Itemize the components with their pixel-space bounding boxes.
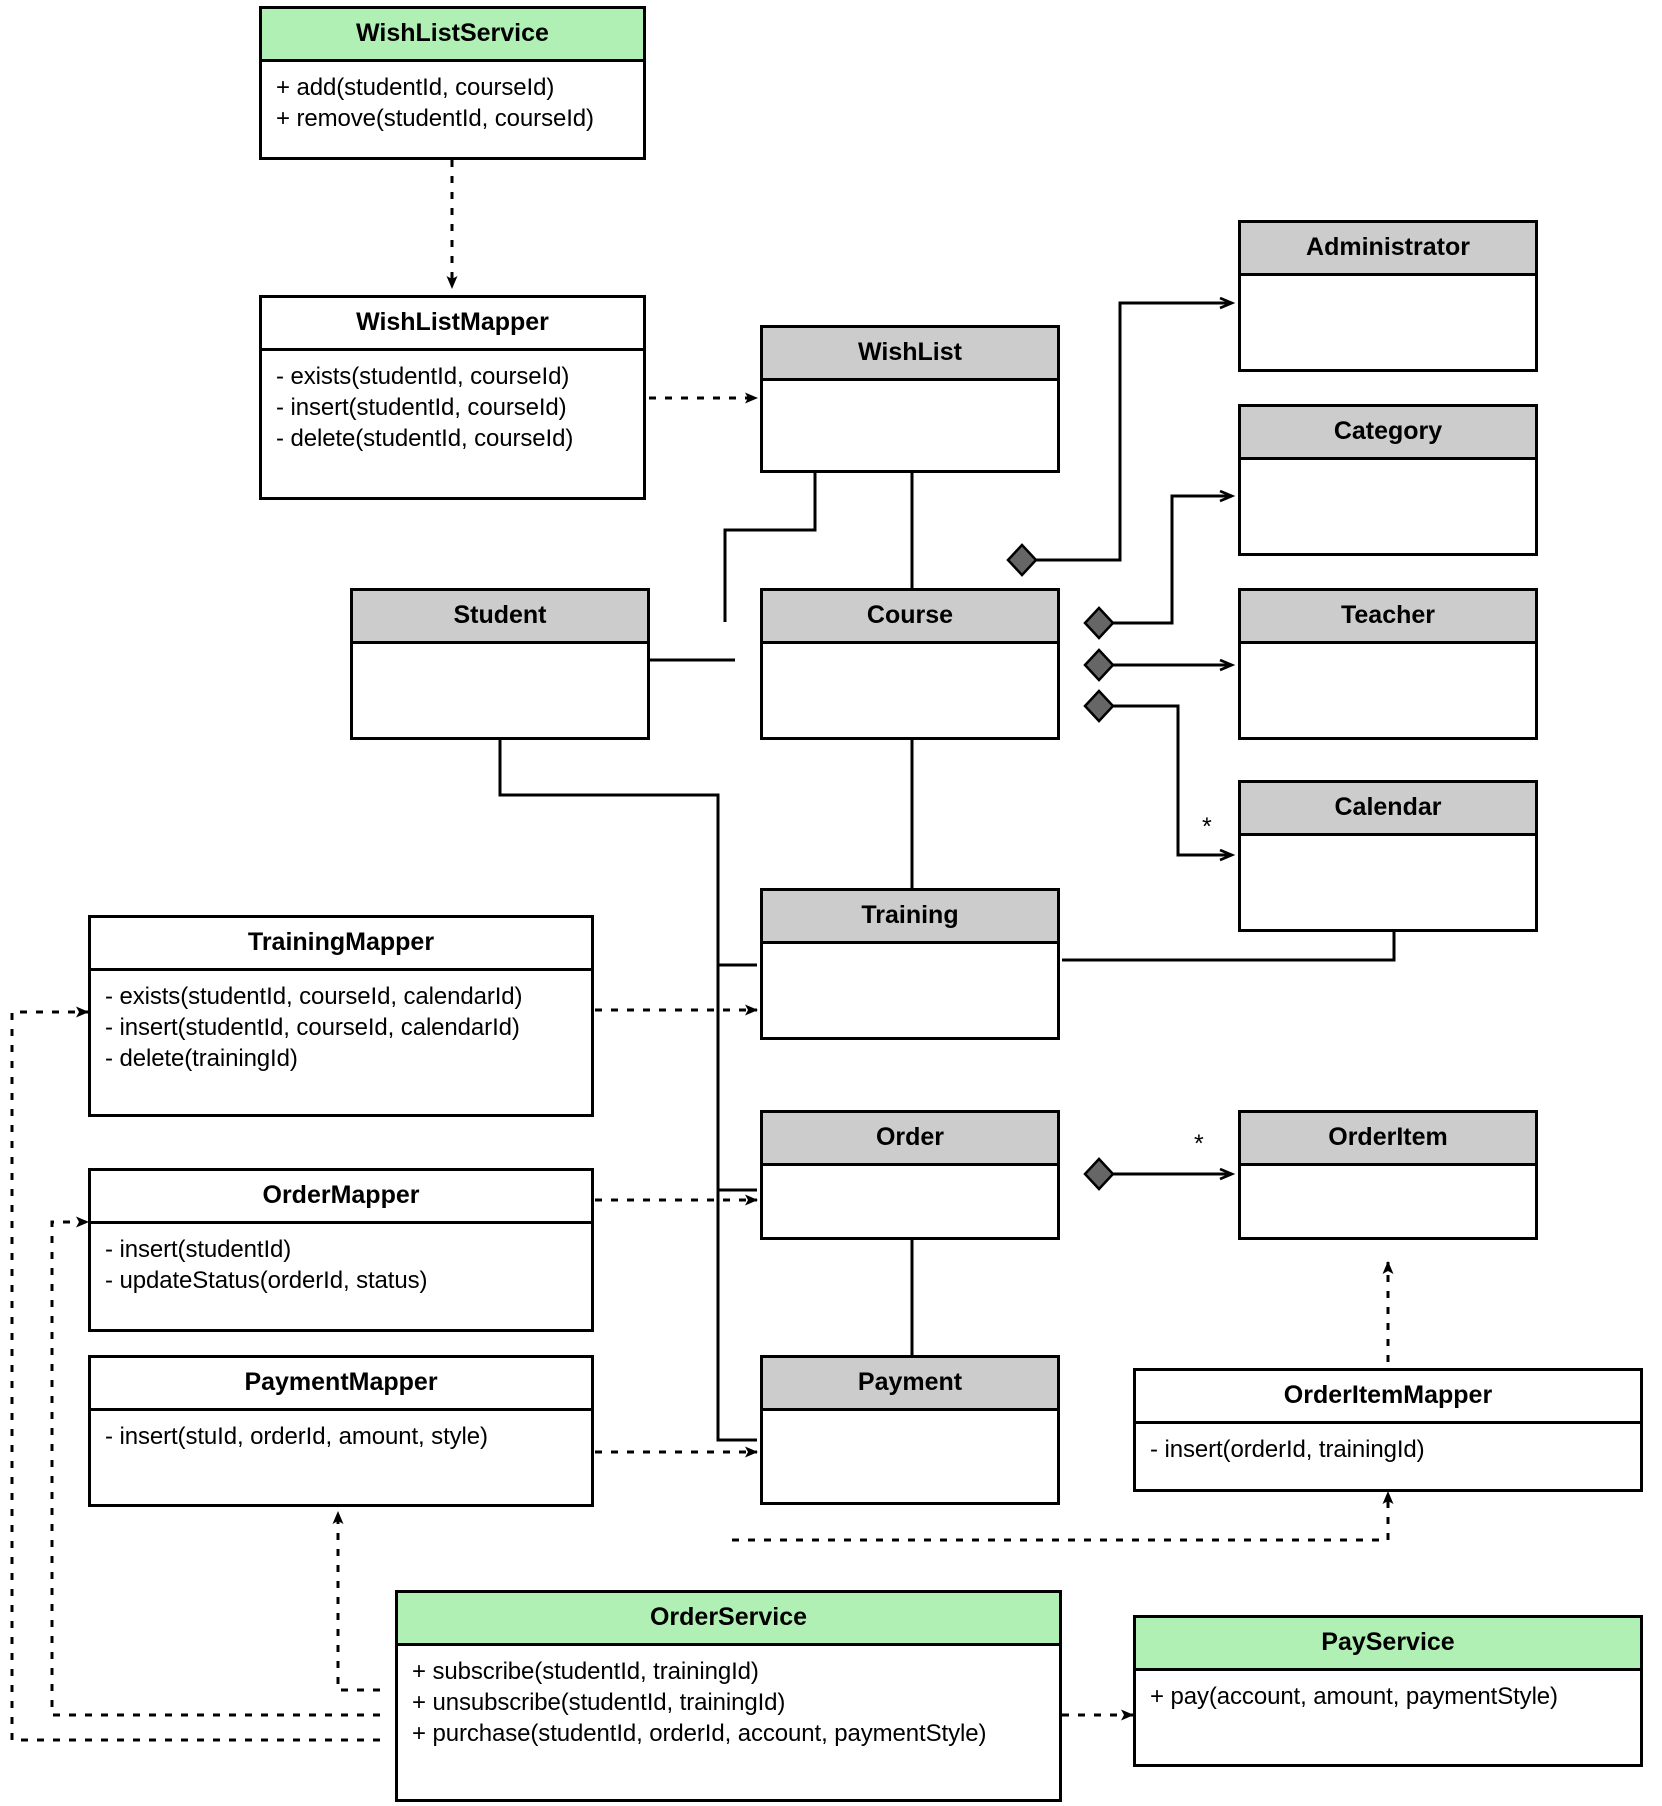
class-title-orderitem: OrderItem (1241, 1113, 1535, 1166)
class-title-payservice: PayService (1136, 1618, 1640, 1671)
class-member: - insert(studentId, courseId, calendarId… (105, 1013, 520, 1041)
class-box-category[interactable]: Category (1238, 404, 1538, 556)
class-box-paymentmapper[interactable]: PaymentMapper - insert(stuId, orderId, a… (88, 1355, 594, 1507)
class-members-ordermapper: - insert(studentId) - updateStatus(order… (91, 1223, 591, 1306)
class-box-orderitem[interactable]: OrderItem (1238, 1110, 1538, 1240)
class-members-orderservice: + subscribe(studentId, trainingId) + uns… (398, 1645, 1059, 1760)
class-title-orderservice: OrderService (398, 1593, 1059, 1646)
class-title-wishlistmapper: WishListMapper (262, 298, 643, 351)
class-member: - exists(studentId, courseId, calendarId… (105, 982, 523, 1010)
class-members-wishlistmapper: - exists(studentId, courseId) - insert(s… (262, 350, 643, 465)
class-title-trainingmapper: TrainingMapper (91, 918, 591, 971)
class-title-payment: Payment (763, 1358, 1057, 1411)
class-box-orderitemmapper[interactable]: OrderItemMapper - insert(orderId, traini… (1133, 1368, 1643, 1492)
class-member: - delete(studentId, courseId) (276, 424, 574, 452)
class-members-orderitemmapper: - insert(orderId, trainingId) (1136, 1423, 1640, 1475)
class-member: + purchase(studentId, orderId, account, … (412, 1719, 987, 1747)
class-title-category: Category (1241, 407, 1535, 460)
class-box-wishlistmapper[interactable]: WishListMapper - exists(studentId, cours… (259, 295, 646, 500)
multiplicity-course-calendar: * (1202, 813, 1212, 841)
multiplicity-order-orderitem: * (1194, 1130, 1204, 1158)
class-title-ordermapper: OrderMapper (91, 1171, 591, 1224)
class-member: - updateStatus(orderId, status) (105, 1266, 428, 1294)
class-member: + remove(studentId, courseId) (276, 104, 594, 132)
class-title-paymentmapper: PaymentMapper (91, 1358, 591, 1411)
class-box-course[interactable]: Course (760, 588, 1060, 740)
class-box-student[interactable]: Student (350, 588, 650, 740)
class-title-student: Student (353, 591, 647, 644)
class-member: + unsubscribe(studentId, trainingId) (412, 1688, 786, 1716)
class-title-administrator: Administrator (1241, 223, 1535, 276)
class-box-ordermapper[interactable]: OrderMapper - insert(studentId) - update… (88, 1168, 594, 1332)
class-box-payment[interactable]: Payment (760, 1355, 1060, 1505)
class-title-training: Training (763, 891, 1057, 944)
class-title-wishlist: WishList (763, 328, 1057, 381)
class-member: - insert(studentId, courseId) (276, 393, 567, 421)
class-member: + subscribe(studentId, trainingId) (412, 1657, 759, 1685)
class-members-payservice: + pay(account, amount, paymentStyle) (1136, 1670, 1640, 1722)
class-member: - insert(studentId) (105, 1235, 292, 1263)
class-title-calendar: Calendar (1241, 783, 1535, 836)
class-member: - exists(studentId, courseId) (276, 362, 570, 390)
class-title-orderitemmapper: OrderItemMapper (1136, 1371, 1640, 1424)
class-box-orderservice[interactable]: OrderService + subscribe(studentId, trai… (395, 1590, 1062, 1802)
class-member: - insert(orderId, trainingId) (1150, 1435, 1425, 1463)
class-member: + pay(account, amount, paymentStyle) (1150, 1682, 1558, 1710)
class-box-payservice[interactable]: PayService + pay(account, amount, paymen… (1133, 1615, 1643, 1767)
class-box-training[interactable]: Training (760, 888, 1060, 1040)
class-members-trainingmapper: - exists(studentId, courseId, calendarId… (91, 970, 591, 1085)
class-members-paymentmapper: - insert(stuId, orderId, amount, style) (91, 1410, 591, 1462)
class-box-calendar[interactable]: Calendar (1238, 780, 1538, 932)
class-title-course: Course (763, 591, 1057, 644)
class-box-order[interactable]: Order (760, 1110, 1060, 1240)
class-box-administrator[interactable]: Administrator (1238, 220, 1538, 372)
class-box-wishlistservice[interactable]: WishListService + add(studentId, courseI… (259, 6, 646, 160)
class-title-teacher: Teacher (1241, 591, 1535, 644)
class-member: - delete(trainingId) (105, 1044, 298, 1072)
class-title-wishlistservice: WishListService (262, 9, 643, 62)
class-box-teacher[interactable]: Teacher (1238, 588, 1538, 740)
class-member: + add(studentId, courseId) (276, 73, 555, 101)
class-box-wishlist[interactable]: WishList (760, 325, 1060, 473)
class-member: - insert(stuId, orderId, amount, style) (105, 1422, 488, 1450)
class-title-order: Order (763, 1113, 1057, 1166)
class-members-wishlistservice: + add(studentId, courseId) + remove(stud… (262, 61, 643, 144)
class-box-trainingmapper[interactable]: TrainingMapper - exists(studentId, cours… (88, 915, 594, 1117)
